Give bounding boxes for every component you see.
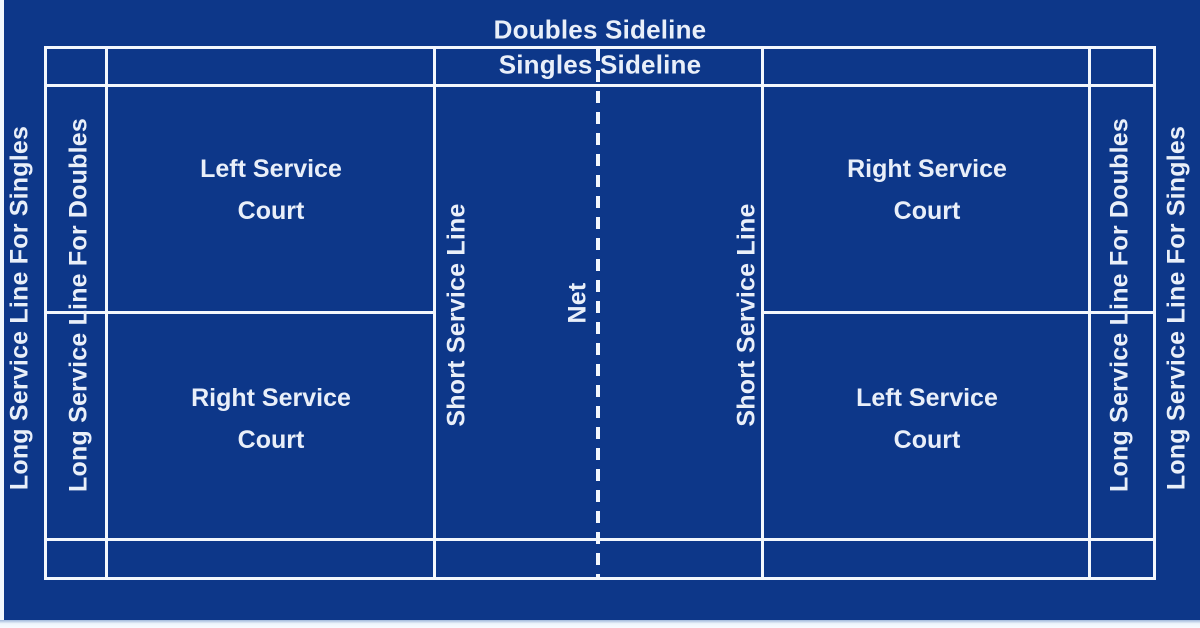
page-edge-left <box>0 0 4 628</box>
long-service-line-singles-label-left: Long Service Line For Singles <box>5 125 34 491</box>
singles-sideline-label: Singles Sideline <box>498 49 702 80</box>
center-line-left <box>44 311 436 314</box>
singles-sideline-top <box>44 84 1156 87</box>
service-court-upper-left: Left Service Court <box>200 155 342 225</box>
service-court-lower-left: Right Service Court <box>191 384 351 454</box>
short-service-line-label-left: Short Service Line <box>442 203 471 427</box>
center-line-right <box>761 311 1156 314</box>
short-service-line-label-right: Short Service Line <box>732 203 761 427</box>
long-service-line-doubles-label-right: Long Service Line For Doubles <box>1105 118 1134 492</box>
doubles-sideline-label: Doubles Sideline <box>493 14 707 45</box>
page-edge-bottom <box>0 620 1200 628</box>
service-court-upper-right: Right Service Court <box>847 155 1007 225</box>
long-service-line-singles-label-right: Long Service Line For Singles <box>1162 125 1191 491</box>
long-service-line-doubles-label-left: Long Service Line For Doubles <box>64 118 93 492</box>
net-dashed-line <box>596 49 600 580</box>
net-label: Net <box>563 282 592 324</box>
singles-sideline-bottom <box>44 538 1156 541</box>
service-court-lower-right: Left Service Court <box>856 384 998 454</box>
